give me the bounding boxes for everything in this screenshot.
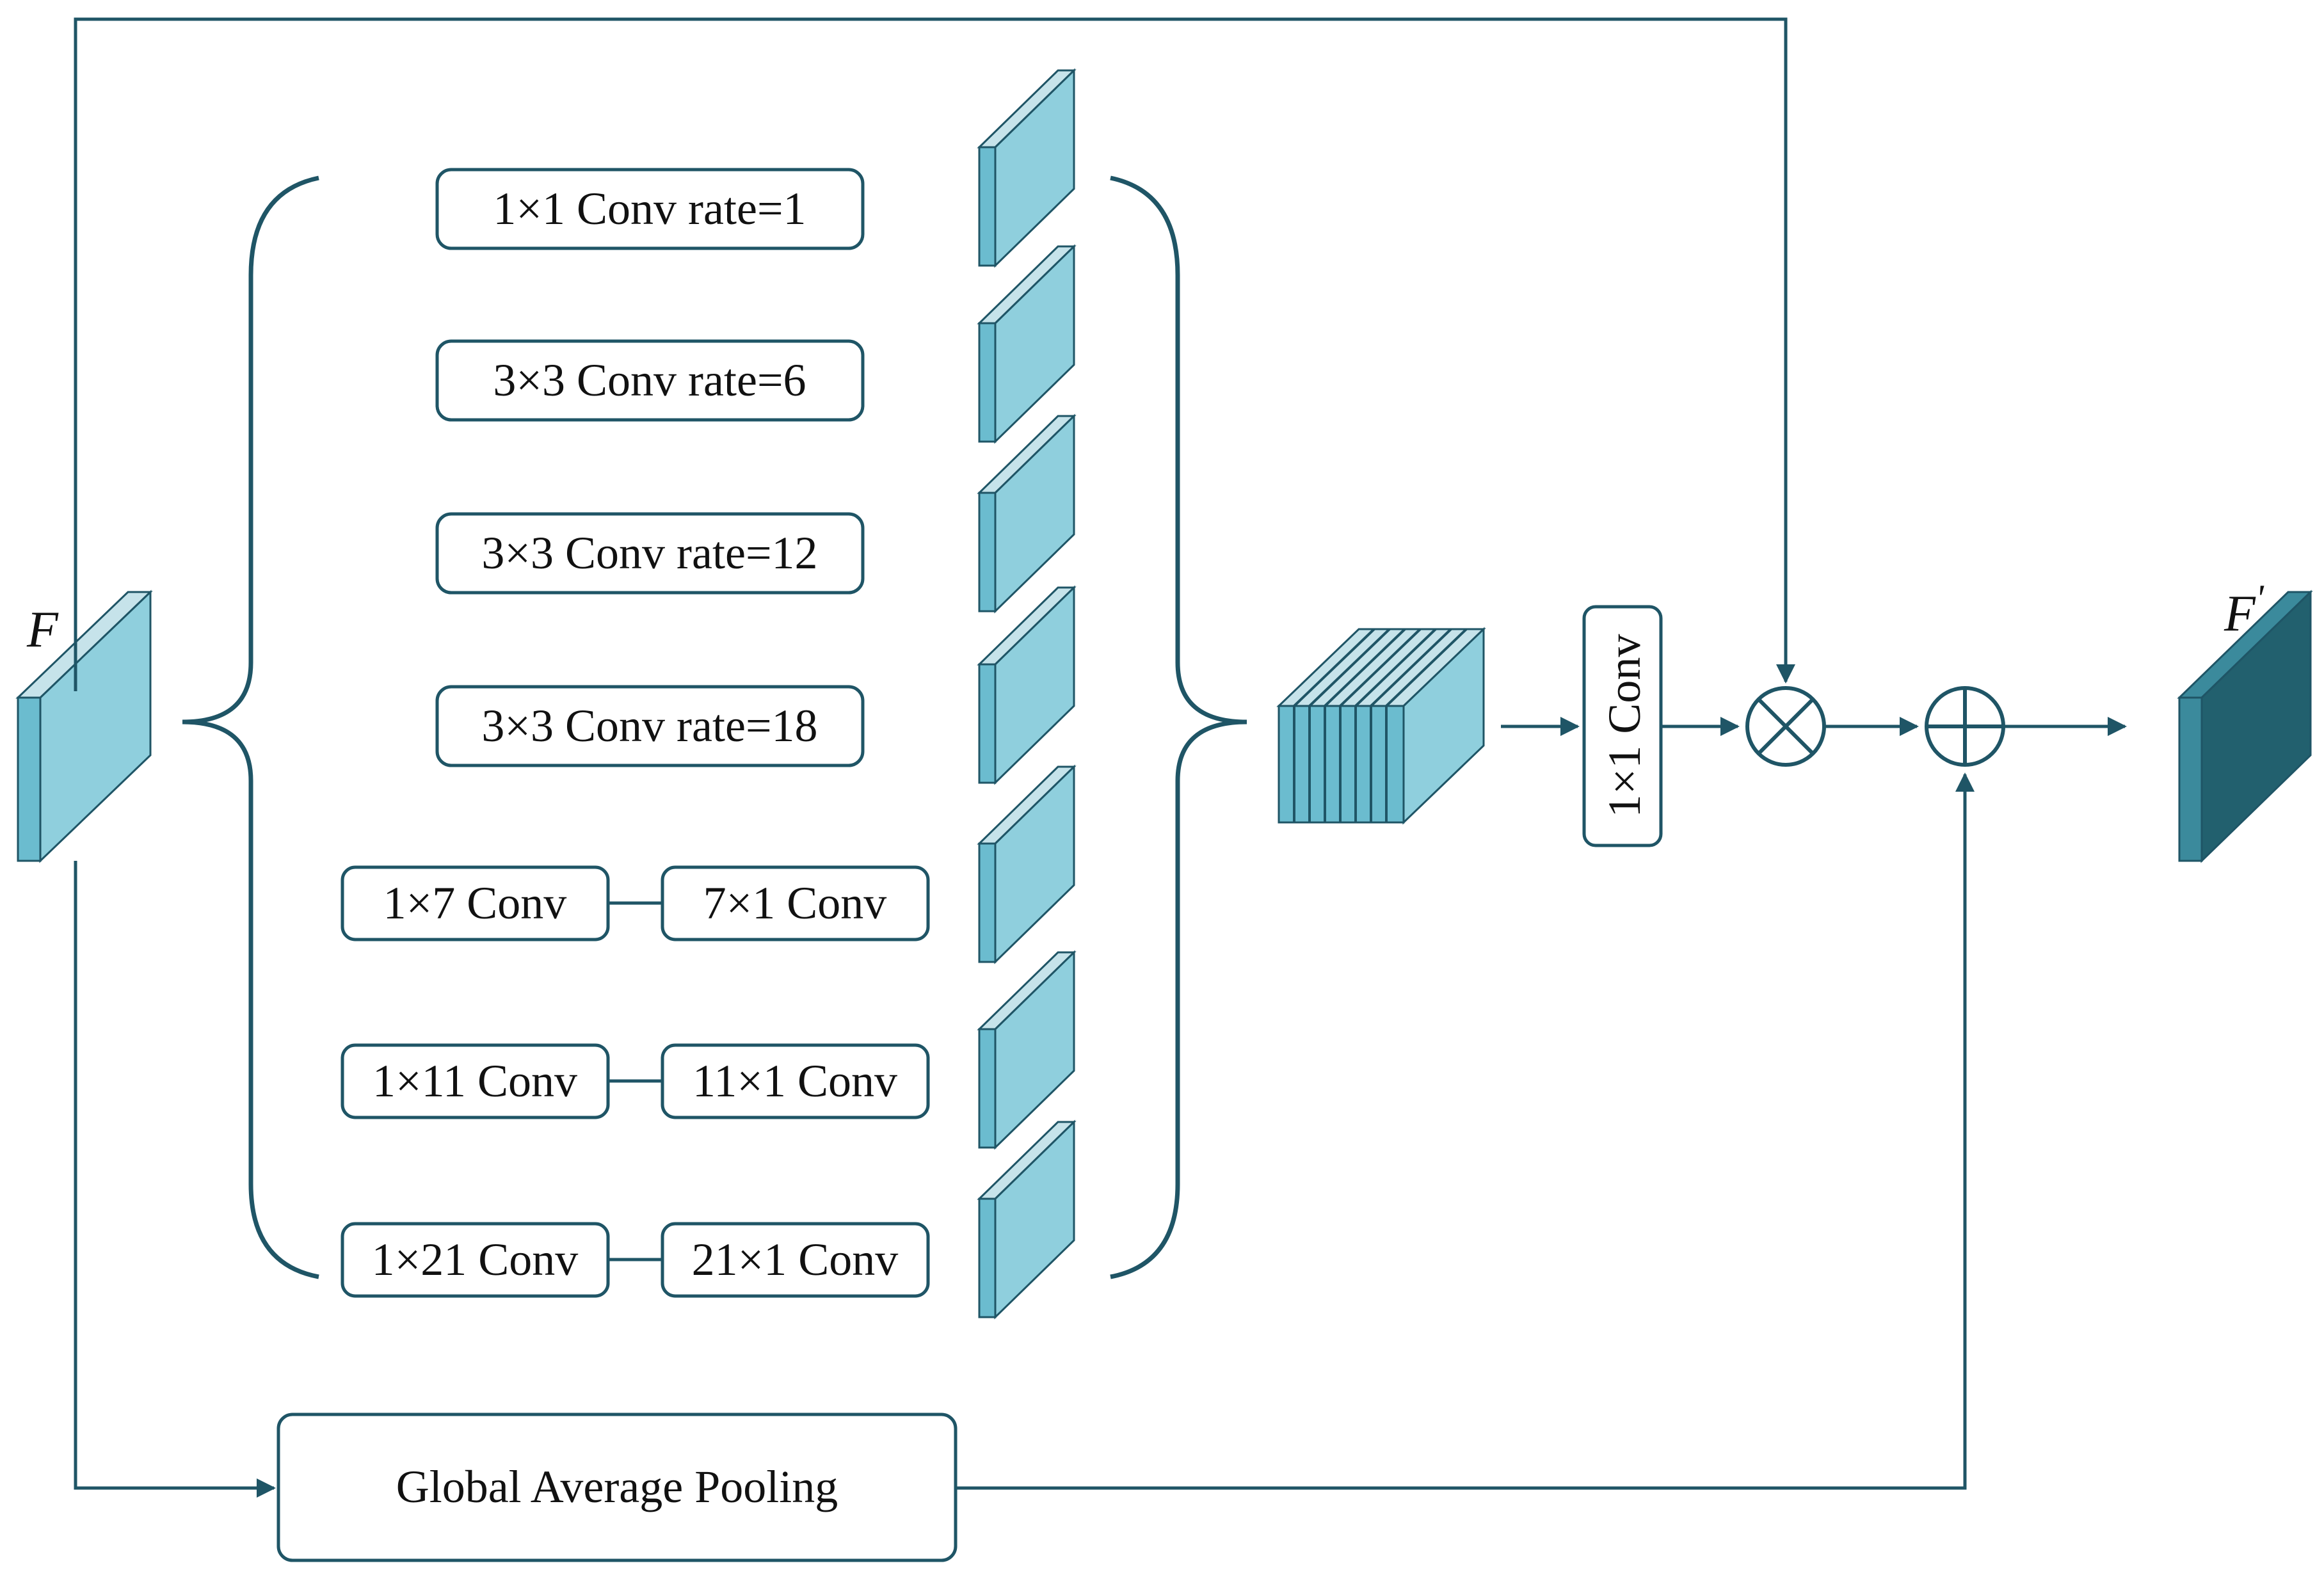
branch-1-box — [435, 168, 865, 250]
multiply-icon — [1745, 686, 1826, 767]
output-feature-prime: ' — [2256, 577, 2264, 620]
skip-connection-top — [74, 17, 1795, 691]
branch-6-label-b: 11×1 Conv — [693, 1055, 897, 1107]
branch-2-box — [435, 339, 865, 422]
branch-feature-map-1 — [977, 68, 1077, 268]
input-feature-map — [15, 589, 153, 863]
branch-7-label-a: 1×21 Conv — [372, 1234, 579, 1285]
branch-4-box — [435, 685, 865, 767]
output-feature-map — [2177, 589, 2313, 863]
global-average-pooling: Global Average Pooling — [276, 1413, 958, 1562]
skip-connection-bottom — [74, 861, 276, 1498]
branch-2: 3×3 Conv rate=6 — [435, 339, 865, 422]
branch-5-label-b: 7×1 Conv — [703, 877, 887, 929]
branch-3-label: 3×3 Conv rate=12 — [481, 527, 817, 579]
input-feature-label: F — [26, 602, 59, 658]
fusion-conv-label: 1×1 Conv — [1599, 634, 1650, 818]
add-icon — [1925, 686, 2005, 767]
branch-feature-map-7 — [977, 1119, 1077, 1320]
branch-feature-map-4 — [977, 585, 1077, 785]
branch-6-box-b — [661, 1043, 930, 1119]
right-brace — [1110, 175, 1247, 1279]
branch-7-label-b: 21×1 Conv — [692, 1234, 899, 1285]
gap-label: Global Average Pooling — [396, 1461, 838, 1512]
branch-feature-maps — [977, 68, 1077, 1320]
branch-3: 3×3 Conv rate=12 — [435, 512, 865, 595]
concatenated-feature-block — [1276, 627, 1486, 825]
branch-5: 1×7 Conv 7×1 Conv — [341, 865, 930, 941]
output-feature-label: F' — [2224, 577, 2264, 642]
branch-4-label: 3×3 Conv rate=18 — [481, 700, 817, 751]
branch-5-box-b — [661, 865, 930, 941]
branch-2-label: 3×3 Conv rate=6 — [493, 355, 806, 406]
branch-1-label: 1×1 Conv rate=1 — [493, 183, 806, 234]
gap-box — [276, 1413, 958, 1562]
left-brace — [182, 175, 319, 1279]
branch-5-label-a: 1×7 Conv — [383, 877, 567, 929]
branch-feature-map-2 — [977, 244, 1077, 444]
branch-feature-map-5 — [977, 764, 1077, 965]
branch-6-label-a: 1×11 Conv — [373, 1055, 577, 1107]
branch-feature-map-6 — [977, 950, 1077, 1150]
fusion-conv: 1×1 Conv — [1582, 605, 1663, 847]
branch-7-box-b — [661, 1222, 930, 1298]
branch-1: 1×1 Conv rate=1 — [435, 168, 865, 250]
branch-feature-map-3 — [977, 413, 1077, 614]
branch-3-box — [435, 512, 865, 595]
branch-7: 1×21 Conv 21×1 Conv — [341, 1222, 930, 1298]
gap-to-add-path — [956, 772, 1975, 1490]
branch-4: 3×3 Conv rate=18 — [435, 685, 865, 767]
branch-6: 1×11 Conv 11×1 Conv — [341, 1043, 930, 1119]
output-feature-letter: F — [2224, 586, 2256, 642]
